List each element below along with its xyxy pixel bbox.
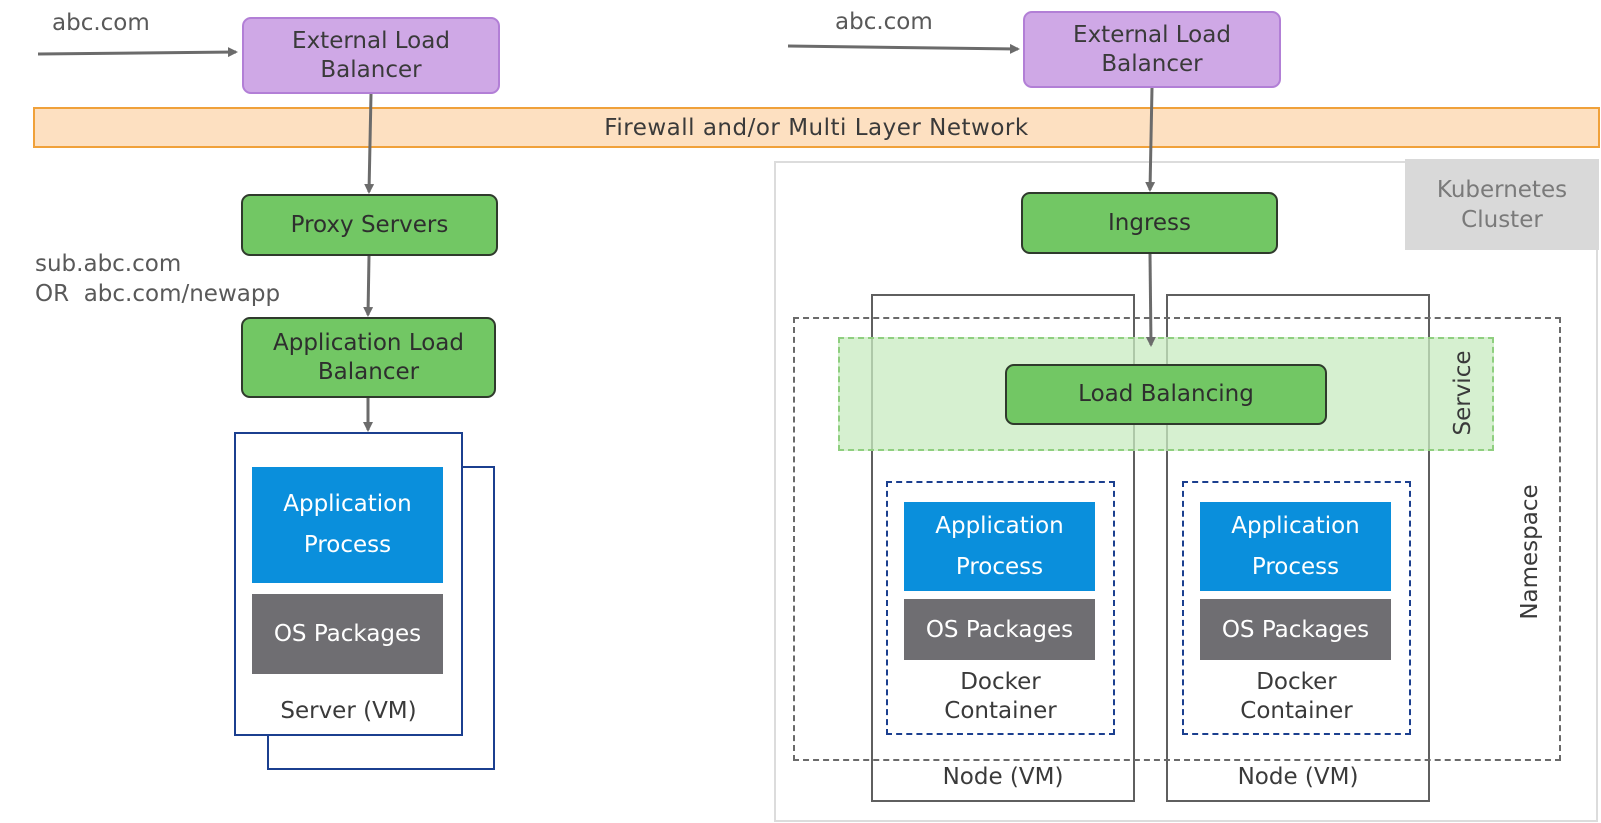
kubernetes-cluster-label: Kubernetes Cluster [1405,159,1599,250]
container-1-label: Docker Container [944,669,1057,724]
node-2-label: Node (VM) [1237,764,1359,790]
kubernetes-cluster-box [774,161,1598,822]
container-2-os-packages: OS Packages [1200,599,1391,660]
arrow-right-elb-to-ingress [1145,87,1156,192]
left-url-label: abc.com [52,10,150,36]
application-load-balancer-box: Application Load Balancer [241,317,496,398]
server-vm-label: Server (VM) [280,698,417,724]
arrow-left-url-to-elb [37,47,238,58]
proxy-servers-box: Proxy Servers [241,194,498,256]
left-application-process: Application Process [252,467,443,583]
arrow-ingress-to-service [1145,253,1156,347]
node-1-label: Node (VM) [942,764,1064,790]
node-vm-frame-1 [871,294,1135,802]
left-os-packages: OS Packages [252,594,443,674]
left-external-load-balancer: External Load Balancer [242,17,500,94]
arrow-proxy-to-app-lb [363,255,374,317]
ingress-box: Ingress [1021,192,1278,254]
container-1-os-packages: OS Packages [904,599,1095,660]
arrow-left-elb-to-proxy [364,93,375,194]
container-1-application-process: Application Process [904,502,1095,591]
container-2-application-process: Application Process [1200,502,1391,591]
firewall-band: Firewall and/or Multi Layer Network [33,107,1600,148]
load-balancing-box: Load Balancing [1005,364,1327,425]
arrow-right-url-to-elb [787,43,1020,54]
container-2-label: Docker Container [1240,669,1353,724]
right-external-load-balancer: External Load Balancer [1023,11,1281,88]
namespace-box [793,317,1561,761]
route-text: sub.abc.com OR abc.com/newapp [35,251,281,307]
right-url-label: abc.com [835,9,933,35]
node-vm-frame-2 [1166,294,1430,802]
